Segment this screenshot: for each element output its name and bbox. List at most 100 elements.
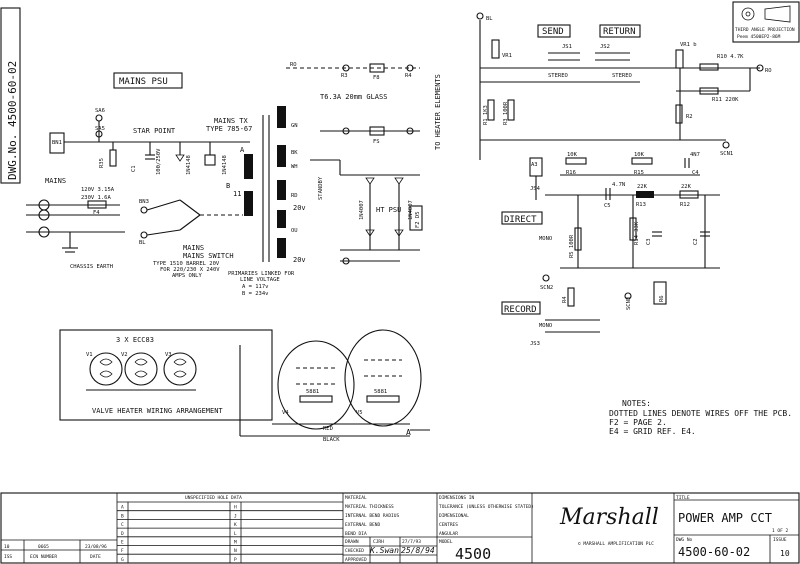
tb-material: MATERIAL bbox=[345, 495, 367, 501]
mono1-label: MONO bbox=[539, 236, 552, 242]
tb-angular: ANGULAR bbox=[439, 531, 458, 537]
tb-iss-label: ISS bbox=[4, 554, 12, 560]
notes-line2: F2 = PAGE 2. bbox=[609, 418, 667, 427]
drawing-title: POWER AMP CCT bbox=[678, 511, 772, 525]
wh-label: WH bbox=[291, 164, 298, 170]
svg-text:R35: R35 bbox=[99, 158, 105, 168]
mains-tx-label: MAINS TX bbox=[214, 117, 249, 125]
r4-label: R4 bbox=[405, 73, 412, 79]
hole-row-left-label: G bbox=[121, 557, 124, 563]
svg-text:RO: RO bbox=[290, 62, 297, 68]
tb-checked: CHECKED bbox=[345, 548, 364, 554]
tb-ecn-label: ECN NUMBER bbox=[30, 554, 57, 560]
tb-checked-by: K.Swan bbox=[369, 546, 399, 555]
js2-label: JS2 bbox=[600, 44, 610, 50]
c4-label: C4 bbox=[692, 170, 699, 176]
mains-psu-label: MAINS PSU bbox=[119, 77, 168, 87]
direct-label: DIRECT bbox=[504, 215, 537, 225]
hole-row-left-label: C bbox=[121, 522, 124, 528]
fuse-note2: 230V 1.6A bbox=[81, 195, 111, 201]
v5-label: V5 bbox=[356, 410, 363, 416]
svg-text:F2 D5: F2 D5 bbox=[415, 211, 421, 228]
stereo2-label: STEREO bbox=[612, 73, 632, 79]
r3-label: R3 bbox=[341, 73, 348, 79]
mains-psu-box bbox=[113, 72, 183, 89]
hole-row-left-label: E bbox=[121, 540, 124, 546]
tb-mat-thick: MATERIAL THICKNESS bbox=[345, 504, 394, 510]
projection-label: THIRD ANGLE PROJECTION bbox=[735, 27, 795, 33]
hole-row-left-label: D bbox=[121, 531, 124, 537]
tb-ecn: 0665 bbox=[38, 544, 49, 550]
valve-heater-section: 3 X ECC83 V1 V2 V3 VALVE HEATER WIRING A… bbox=[59, 329, 430, 443]
sa6-label: SA6 bbox=[95, 108, 105, 114]
ou-label: OU bbox=[291, 228, 298, 234]
stereo1-label: STEREO bbox=[548, 73, 568, 79]
c2-signal-label: C2 bbox=[693, 238, 699, 245]
r6-label: R6 bbox=[659, 295, 665, 302]
fuse-glass-label: T6.3A 20mm GLASS bbox=[320, 93, 387, 101]
tb-date-label: DATE bbox=[90, 554, 101, 560]
notes-section: NOTES: DOTTED LINES DENOTE WIRES OFF THE… bbox=[609, 399, 792, 436]
marshall-logo: Marshall bbox=[559, 505, 659, 530]
r4-signal-label: R4 bbox=[562, 296, 568, 303]
primaries-1: PRIMARIES LINKED FOR bbox=[228, 271, 295, 277]
bn3-label: BN3 bbox=[139, 199, 149, 205]
tx-b-label: B bbox=[226, 182, 230, 190]
hole-row-right-label: N bbox=[234, 548, 237, 554]
rd-label: RD bbox=[291, 193, 298, 199]
mains-switch-label2: MAINS SWITCH bbox=[183, 252, 234, 260]
v4-label: V4 bbox=[282, 410, 289, 416]
vr1-label: VR1 bbox=[502, 53, 512, 59]
tx-type-label: TYPE 785-67 bbox=[206, 125, 252, 133]
bk-label: BK bbox=[291, 150, 298, 156]
ro-label: RO bbox=[765, 68, 772, 74]
svg-text:1N4148: 1N4148 bbox=[222, 155, 228, 175]
company-line: © MARSHALL AMPLIFICATION PLC bbox=[578, 541, 654, 547]
hole-row-right-label: P bbox=[234, 557, 237, 563]
tube5-label: 5881 bbox=[374, 389, 387, 395]
js3-label: JS3 bbox=[530, 341, 540, 347]
mains-psu-section: MAINS PSU BN1 STAR POINT SA6 SA5 R35 C1 … bbox=[26, 62, 442, 297]
signal-section: THIRD ANGLE PROJECTION Peem 4500EP2-86M … bbox=[476, 1, 800, 347]
notes-title: NOTES: bbox=[622, 399, 651, 408]
send-box bbox=[537, 24, 571, 38]
svg-text:11: 11 bbox=[233, 190, 241, 198]
record-label: RECORD bbox=[504, 305, 537, 315]
r1-label: R1 1K3 bbox=[483, 105, 489, 125]
tb-int-bend: INTERNAL BEND RADIUS bbox=[345, 513, 399, 519]
r10-label: R10 4.7K bbox=[717, 54, 744, 60]
tb-date1: 27/7/93 bbox=[402, 539, 421, 545]
c5v-label: 4.7N bbox=[612, 182, 625, 188]
js4-label: JS4 bbox=[530, 186, 541, 192]
svg-text:TITLE: TITLE bbox=[676, 495, 690, 501]
c3-label: C3 bbox=[646, 238, 652, 245]
mains-label: MAINS bbox=[45, 177, 66, 185]
issue-value: 10 bbox=[780, 549, 790, 558]
scn1-label: SCN1 bbox=[720, 151, 733, 157]
hole-row-right-label: J bbox=[234, 513, 237, 519]
c5-label: C5 bbox=[604, 203, 611, 209]
primaries-2: LINE VOLTAGE bbox=[240, 277, 280, 283]
k22b-label: 22K bbox=[681, 184, 692, 190]
bl-label: BL bbox=[139, 240, 146, 246]
primaries-3: A = 117v bbox=[242, 284, 269, 290]
tube4-label: 5881 bbox=[306, 389, 319, 395]
scn3-label: SCN3 bbox=[626, 297, 632, 310]
r14-label: R14 33K bbox=[634, 221, 640, 245]
tb-centres: CENTRES bbox=[439, 522, 458, 528]
r15-label: R15 bbox=[634, 170, 644, 176]
star-point-label: STAR POINT bbox=[133, 127, 176, 135]
tb-ext-bend: EXTERNAL BEND bbox=[345, 522, 381, 528]
switch-type: TYPE 1510 BARREL 20V bbox=[153, 261, 220, 267]
chassis-earth-label: CHASSIS EARTH bbox=[70, 264, 113, 270]
c4v-label: 4N7 bbox=[690, 152, 700, 158]
send-label: SEND bbox=[542, 27, 564, 37]
hole-row-right-label: L bbox=[234, 531, 237, 537]
k22a-label: 22K bbox=[637, 184, 648, 190]
notes-line3: E4 = GRID REF. E4. bbox=[609, 427, 696, 436]
tb-date2: 25/8/94 bbox=[401, 546, 435, 555]
tb-unspec: UNSPECIFIED HOLE DATA bbox=[185, 495, 242, 501]
hole-row-right-label: H bbox=[234, 505, 237, 511]
dwg-no-label: DWG No bbox=[676, 537, 693, 543]
